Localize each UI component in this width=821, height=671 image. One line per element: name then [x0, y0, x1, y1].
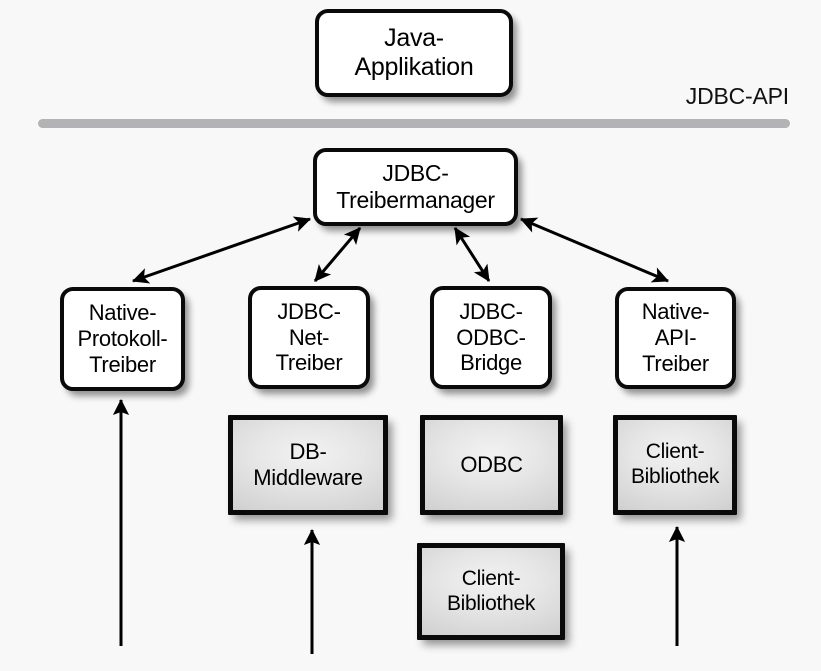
node-client-bibliothek-right-label: Client- Bibliothek	[630, 440, 720, 488]
node-jdbc-treibermanager[interactable]: JDBC- Treibermanager	[313, 148, 518, 226]
node-java-application[interactable]: Java- Applikation	[315, 9, 513, 97]
node-client-bibliothek-bottom[interactable]: Client- Bibliothek	[417, 543, 565, 640]
node-java-application-label: Java- Applikation	[354, 23, 474, 82]
node-db-middleware[interactable]: DB- Middleware	[228, 415, 388, 515]
node-client-bibliothek-right[interactable]: Client- Bibliothek	[613, 415, 737, 515]
node-db-middleware-label: DB- Middleware	[253, 439, 363, 490]
node-odbc[interactable]: ODBC	[420, 415, 563, 515]
arrow-manager-jdbc-odbc	[453, 227, 491, 282]
node-jdbc-net-treiber-label: JDBC- Net- Treiber	[275, 298, 343, 376]
node-odbc-label: ODBC	[460, 452, 523, 478]
arrow-manager-jdbc-net	[313, 227, 362, 282]
node-jdbc-odbc-bridge[interactable]: JDBC- ODBC- Bridge	[430, 286, 552, 389]
arrow-manager-native-api	[520, 217, 669, 283]
node-jdbc-net-treiber[interactable]: JDBC- Net- Treiber	[248, 286, 370, 389]
node-client-bibliothek-bottom-label: Client- Bibliothek	[446, 566, 536, 615]
node-native-api-treiber-label: Native- API- Treiber	[641, 299, 710, 376]
node-native-api-treiber[interactable]: Native- API- Treiber	[615, 287, 736, 389]
node-jdbc-odbc-bridge-label: JDBC- ODBC- Bridge	[456, 298, 526, 376]
jdbc-api-separator-bar	[38, 119, 790, 128]
jdbc-api-label: JDBC-API	[685, 83, 789, 109]
arrow-manager-native-protokoll	[131, 216, 312, 284]
node-jdbc-treibermanager-label: JDBC- Treibermanager	[336, 159, 495, 213]
node-native-protokoll-treiber-label: Native- Protokoll- Treiber	[77, 300, 168, 377]
node-native-protokoll-treiber[interactable]: Native- Protokoll- Treiber	[60, 287, 185, 391]
